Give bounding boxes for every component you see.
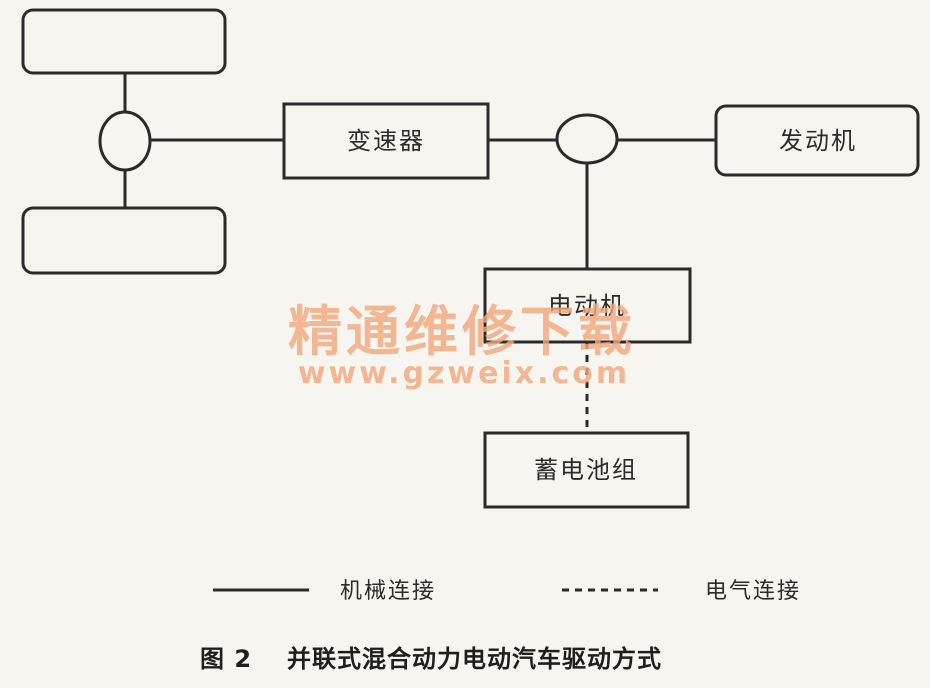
caption-figure-number: 图 2: [200, 645, 252, 673]
legend: 机械连接 电气连接: [213, 579, 801, 604]
box-battery: 蓄电池组: [483, 431, 690, 509]
box-wheel-bottom: [21, 206, 227, 275]
transmission-label: 变速器: [347, 127, 425, 155]
battery-label: 蓄电池组: [534, 456, 638, 484]
mechanical-connections: [123, 73, 716, 269]
figure-caption: 图 2 并联式混合动力电动汽车驱动方式: [200, 645, 662, 673]
caption-title: 并联式混合动力电动汽车驱动方式: [287, 645, 662, 673]
box-engine: 发动机: [714, 104, 920, 177]
watermark-url: www.gzweix.com: [298, 356, 630, 391]
power-coupler-node: [555, 113, 619, 165]
legend-electrical-label: 电气连接: [705, 579, 801, 604]
engine-label: 发动机: [779, 127, 857, 155]
box-motor: 电动机: [483, 267, 692, 344]
box-transmission: 变速器: [282, 102, 490, 180]
box-wheel-top: [21, 8, 227, 75]
motor-label: 电动机: [548, 292, 626, 320]
differential-node: [98, 110, 152, 172]
legend-mechanical-label: 机械连接: [340, 579, 436, 604]
watermark-text: 精通维修下载: [288, 300, 636, 363]
watermark: 精通维修下载 www.gzweix.com: [288, 300, 636, 391]
